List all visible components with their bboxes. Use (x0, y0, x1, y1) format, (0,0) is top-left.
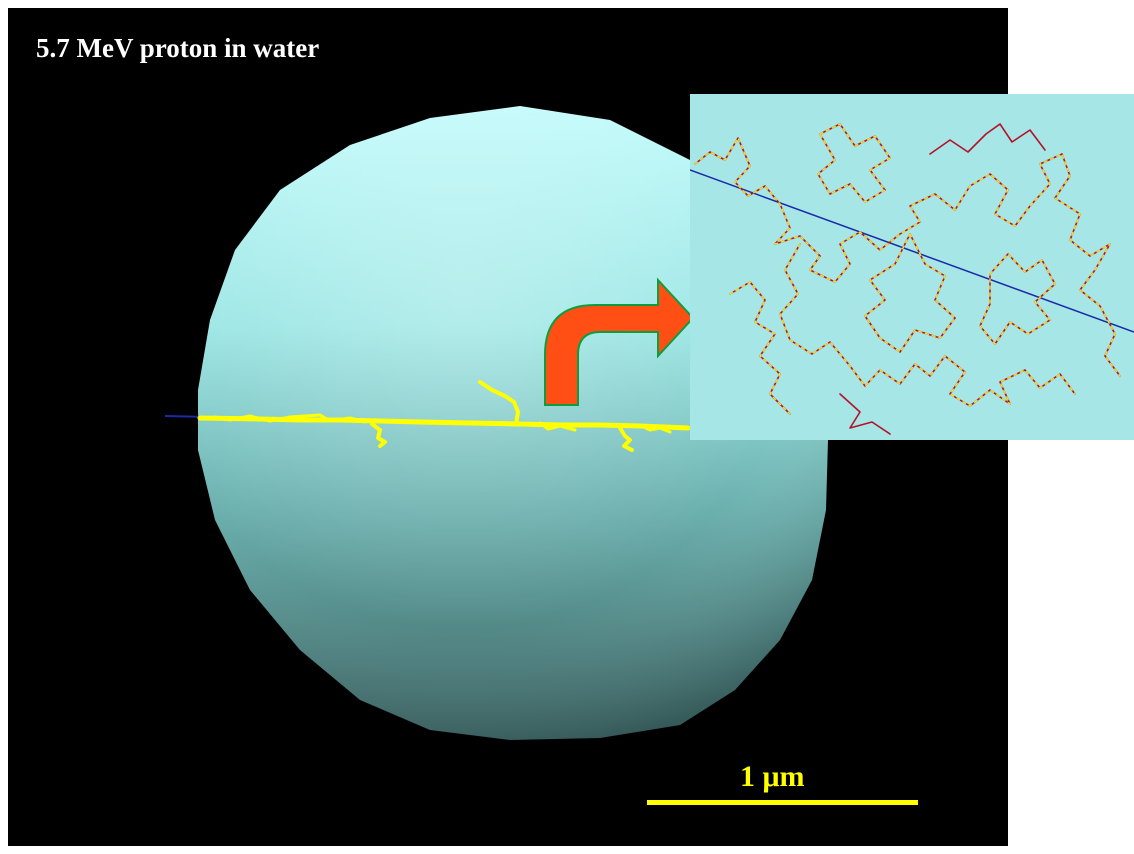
scale-bar (647, 800, 918, 805)
zoom-inset (689, 94, 1134, 440)
inset-electron-tracks (694, 123, 1121, 435)
secondary-electron-tracks (197, 380, 691, 452)
inset-proton-track (689, 169, 1134, 333)
slide-title: 5.7 MeV proton in water (36, 33, 320, 63)
scale-bar-label: 1 μm (740, 760, 805, 793)
inset-track-plot (689, 123, 1134, 435)
curved-right-arrow-icon (544, 277, 695, 406)
